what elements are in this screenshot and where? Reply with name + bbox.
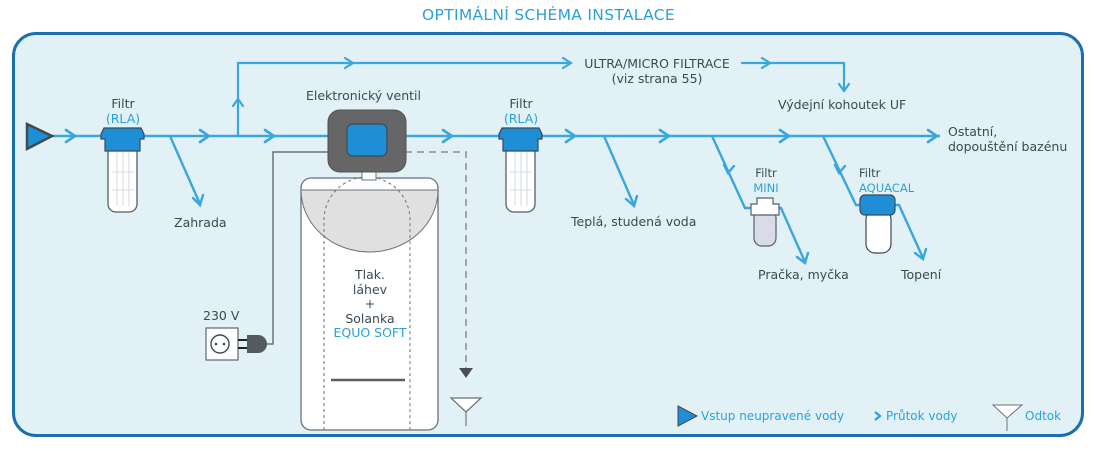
ultra-bypass-pipe: [231, 56, 851, 138]
filter2-label: Filtr (RLA): [503, 96, 539, 126]
valve-label: Elektronický ventil: [306, 88, 422, 103]
diagram-panel: [12, 32, 1084, 437]
filter1-label: Filtr (RLA): [105, 96, 141, 126]
ultra-filtration-label: ULTRA/MICRO FILTRACE (viz strana 55): [584, 56, 730, 86]
drain-arrow-icon: [459, 368, 473, 378]
legend-drain-icon: [991, 404, 1024, 431]
flow-arrow-icon: [564, 128, 578, 144]
brine-tank: [300, 169, 439, 431]
filter-rla-1: [100, 127, 145, 213]
filter-rla-2: [498, 127, 543, 213]
filter-aquacal: [859, 194, 896, 254]
branch-pipes: [168, 134, 928, 265]
power-label: 230 V: [203, 308, 240, 323]
filter-mini-label: Filtr MINI: [753, 166, 779, 195]
flow-arrow-icon: [926, 128, 940, 144]
flow-arrow-icon: [198, 128, 212, 144]
legend-flow-icon: [874, 411, 882, 421]
flow-arrow-icon: [778, 128, 792, 144]
flow-arrow-icon: [441, 128, 455, 144]
filter-mini: [750, 197, 780, 247]
flow-arrows: [64, 128, 940, 144]
inlet-triangle-icon: [25, 122, 55, 152]
hot-cold-water-label: Teplá, studená voda: [571, 214, 697, 229]
power-plug-icon: [238, 335, 267, 353]
diagram-title: OPTIMÁLNÍ SCHÉMA INSTALACE: [422, 6, 675, 24]
drain-funnel-icon: [449, 397, 483, 426]
washer-label: Pračka, myčka: [758, 267, 849, 282]
power-cable: [265, 151, 330, 345]
filter-aquacal-label: Filtr AQUACAL: [859, 166, 915, 195]
other-label: Ostatní, dopouštění bazénu: [948, 124, 1068, 154]
electronic-valve: [327, 109, 407, 173]
flow-arrow-icon: [64, 128, 78, 144]
flow-arrow-icon: [263, 128, 277, 144]
legend-drain-label: Odtok: [1025, 409, 1062, 423]
legend-flow-label: Průtok vody: [886, 409, 958, 423]
flow-arrow-icon: [658, 128, 672, 144]
legend-inlet-label: Vstup neupravené vody: [701, 409, 845, 423]
legend-inlet-icon: [677, 405, 699, 427]
garden-label: Zahrada: [174, 215, 227, 230]
drain-line: [405, 151, 467, 368]
power-socket-icon: [205, 327, 239, 361]
uf-tap-label: Výdejní kohoutek UF: [778, 97, 907, 112]
tank-label: Tlak. láhev + Solanka EQUO SOFT: [333, 267, 407, 340]
heating-label: Topení: [901, 267, 942, 282]
